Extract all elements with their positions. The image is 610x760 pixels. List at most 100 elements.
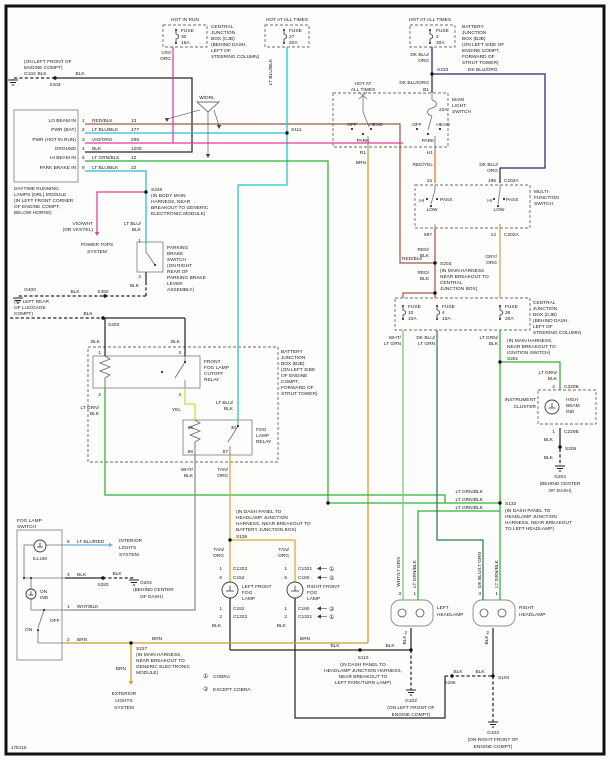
diagram-label: 5 (82, 155, 85, 161)
diagram-label: BELOW HORNS) (14, 210, 52, 216)
diagram-label: S136 (236, 534, 248, 540)
diagram-label: OF DASH) (549, 488, 572, 494)
diagram-label: C152 (233, 606, 245, 612)
diagram-label: LEFT FRONT (242, 584, 272, 590)
fuse-element-icon (499, 307, 504, 318)
diagram-label: OFF (412, 122, 422, 128)
diagram-label: G204 (554, 474, 566, 480)
diagram-label: OF ENGINE COMPT, (14, 204, 60, 210)
diagram-label: (IN LEFT FRONT CORNER (14, 198, 74, 204)
diagram-label: BLK (132, 227, 142, 233)
diagram-label: WHT/ (389, 335, 402, 341)
arrowhead-icon (109, 542, 113, 548)
diagram-label: ASSEMBLY) (167, 287, 195, 293)
diagram-label: FOG (242, 590, 253, 596)
diagram-label: 6 (284, 575, 287, 581)
drl-module-box (13, 109, 79, 183)
diagram-label: 6 (219, 575, 222, 581)
diagram-label: BLK (91, 339, 101, 345)
blk-rightfog-gnd (294, 598, 446, 719)
diagram-label: 1 (82, 118, 85, 124)
diagram-label: SWITCH (452, 109, 471, 115)
diagram-label: YEL (172, 407, 181, 413)
cutoff-relay-coil (98, 355, 112, 388)
diagram-label: IND (40, 595, 49, 601)
diagram-label: S103 (49, 82, 61, 88)
headlamp-socket (415, 608, 425, 618)
contact-dot (429, 204, 433, 208)
diagram-label: (BEHIND DASH, (211, 42, 247, 48)
diagram-label: LEFT PARK/TURN LAMP) (335, 680, 392, 686)
diagram-label: BLK (90, 411, 100, 417)
diagram-label: HOT IN RUN (171, 17, 199, 23)
splice-junction-dot (491, 674, 495, 678)
diagram-label: BLK (75, 71, 85, 77)
diagram-label: 6 (67, 539, 70, 545)
multi-function-switch-box (414, 184, 531, 229)
grn-cutoff-coil (104, 388, 446, 503)
arrowhead-icon (164, 118, 170, 122)
diagram-label: LT GRN/BLK (455, 497, 483, 503)
diagram-label: BOX (CJB) (211, 36, 235, 42)
circuit-breaker-22a (427, 99, 437, 117)
diagram-label: LT GRN (384, 341, 402, 347)
diagram-label: BLK (544, 455, 554, 461)
diagram-label: CLUSTER (514, 404, 537, 410)
diagram-label: 1 (495, 591, 498, 597)
diagram-label: S206 (565, 446, 577, 452)
diagram-label: FUSE (408, 304, 421, 310)
diagram-label: 38 (505, 310, 511, 316)
splice-junction-dot (101, 316, 105, 320)
arrowhead-icon (317, 575, 321, 580)
contact-dot (369, 127, 373, 131)
diagram-label: DK BLU/ (410, 52, 429, 58)
contact-dot (350, 127, 354, 131)
diagram-label: CENTRAL (440, 280, 463, 286)
diagram-label: LT GRN/BLK (412, 559, 418, 587)
splice-junction-dot (498, 360, 502, 364)
diagram-label: 3 (178, 350, 181, 356)
diagram-label: RED/ (418, 270, 430, 276)
diagram-label: LT BLU/BLK (268, 58, 274, 85)
diagram-label: BLK (77, 572, 87, 578)
diagram-label: LT GRN/ (539, 370, 558, 376)
fuse-terminal (174, 28, 178, 32)
diagram-label: HI (419, 198, 424, 204)
contact-dot (153, 263, 157, 267)
high-beam-indicator-bulb (544, 399, 560, 415)
diagram-label: ENGINE COMPT) (474, 744, 513, 750)
diagram-label: JUNCTION (211, 30, 236, 36)
headlamp-socket (397, 608, 407, 618)
diagram-label: (IN MAIN HARNESS, (136, 652, 182, 658)
diagram-label: C152 (233, 575, 245, 581)
diagram-label: DK BLU/ (479, 162, 498, 168)
main-light-switch-box (332, 92, 449, 148)
splice-junction-dot (433, 261, 437, 265)
diagram-label: 4 (178, 392, 181, 398)
diagram-label: C202A (504, 232, 519, 238)
arrowhead-icon (205, 154, 211, 158)
diagram-label: ② (329, 606, 335, 613)
diagram-label: 6 (82, 165, 85, 171)
diagram-label: (ON LEFT SIDE (281, 367, 315, 373)
diagram-label: REAR OF (167, 269, 188, 275)
diagram-label: JUNCTION BOX) (440, 286, 478, 292)
diagram-label: BRN (77, 637, 88, 643)
diagram-label: BLK (212, 623, 222, 629)
diagram-label: FRONT (204, 359, 221, 365)
diagram-label: 1 (284, 606, 287, 612)
diagram-label: C1321 (298, 614, 312, 620)
diagram-label: FUSE (436, 28, 449, 34)
diagram-label: CUTOFF (204, 371, 223, 377)
diagram-label: LEFT (437, 605, 449, 611)
diagram-label: 1 (67, 604, 70, 610)
yel-cutoff-relay (184, 388, 196, 420)
diagram-label: LIGHTS (119, 545, 136, 551)
splice-junction-dot (498, 501, 502, 505)
diagram-label: ENGINE COMPT) (392, 712, 431, 718)
contact-dot (438, 127, 442, 131)
diagram-label: 30A (436, 40, 445, 46)
diagram-label: S203 (440, 261, 452, 267)
diagram-label: BLK (224, 406, 234, 412)
diagram-label: (IN BODY MAIN (151, 193, 186, 199)
